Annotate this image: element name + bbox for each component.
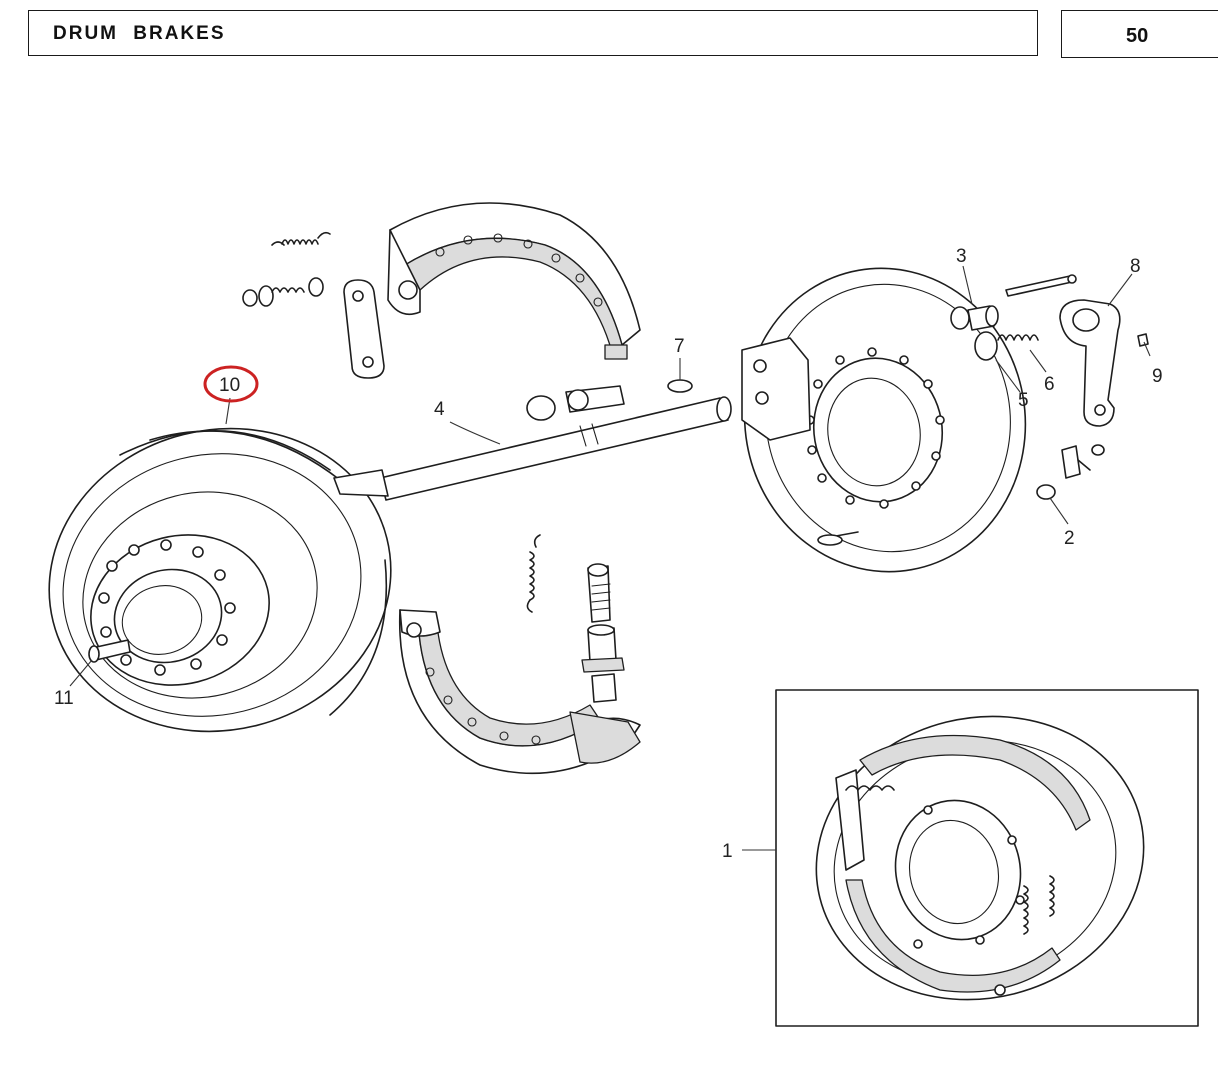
page-title: DRUM BRAKES <box>53 23 226 44</box>
pin-9 <box>1137 333 1149 347</box>
callout-11: 11 <box>54 688 74 709</box>
link-plate <box>343 279 385 379</box>
upper-brake-shoe <box>387 202 641 360</box>
callout-3: 3 <box>956 246 967 267</box>
pin-rod <box>1005 274 1077 297</box>
camshaft-bushing <box>526 385 625 421</box>
plug-2 <box>1036 484 1056 500</box>
adjuster-spring-stack <box>242 277 324 307</box>
brake-drum <box>48 427 392 733</box>
bushing-3 <box>950 305 999 331</box>
callout-4: 4 <box>434 399 445 420</box>
header-title-box: DRUM BRAKES <box>28 10 1038 56</box>
callout-1: 1 <box>722 841 733 862</box>
callout-2: 2 <box>1064 528 1075 549</box>
spring-6 <box>974 331 1039 361</box>
camshaft <box>333 396 732 501</box>
callout-6: 6 <box>1044 374 1055 395</box>
backing-plate <box>741 267 1027 573</box>
callout-8: 8 <box>1130 256 1141 277</box>
assembly-inset <box>775 689 1199 1027</box>
callout-7: 7 <box>674 336 685 357</box>
lower-return-spring <box>526 534 541 613</box>
page-number-box: 50 <box>1061 10 1218 58</box>
callout-9: 9 <box>1152 366 1163 387</box>
adjuster-nut-sleeve <box>581 624 625 703</box>
washer-7 <box>667 379 693 393</box>
highlight-ring <box>203 365 259 403</box>
lower-brake-shoe <box>398 609 641 775</box>
leader-lines <box>69 265 1151 851</box>
page-number: 50 <box>1126 25 1149 47</box>
slack-adjuster-lever <box>1059 299 1121 427</box>
clip <box>1061 444 1105 479</box>
callout-5: 5 <box>1018 390 1029 411</box>
upper-return-spring <box>271 231 331 246</box>
callout-10: 10 <box>219 375 240 396</box>
adjuster-bolt <box>587 563 611 623</box>
